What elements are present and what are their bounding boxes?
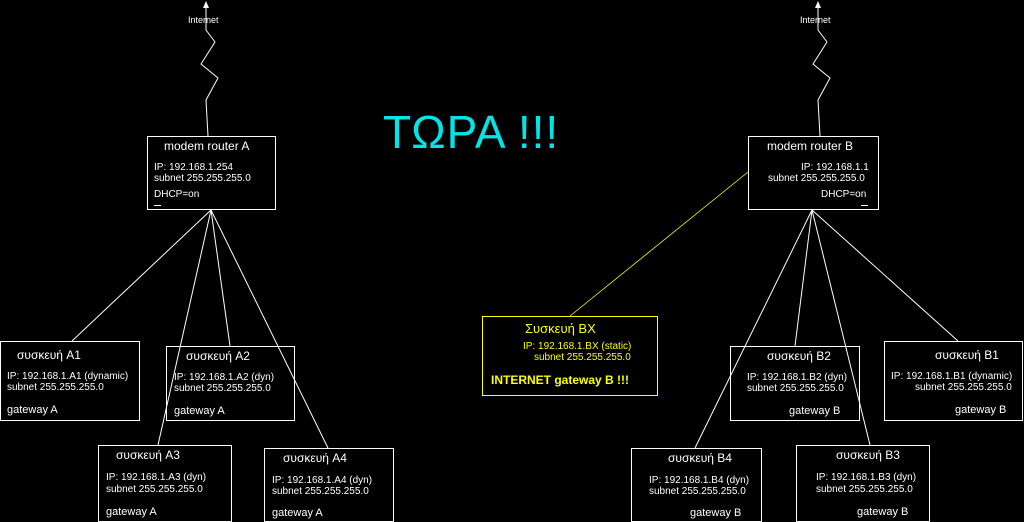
internet-link-b bbox=[812, 8, 831, 137]
device-b2-ip: IP: 192.168.1.B2 (dyn) bbox=[747, 372, 848, 383]
headline: ΤΩΡΑ !!! bbox=[383, 106, 560, 158]
link-b-b1 bbox=[811, 209, 959, 342]
device-bx-subnet: subnet 255.255.255.0 bbox=[534, 352, 631, 363]
device-b4-title: συσκευή B4 bbox=[668, 451, 732, 465]
device-a3-subnet: subnet 255.255.255.0 bbox=[106, 484, 203, 495]
device-a2-ip: IP: 192.168.1.A2 (dyn) bbox=[174, 372, 275, 383]
device-a2-subnet: subnet 255.255.255.0 bbox=[174, 383, 271, 394]
internet-arrow-a bbox=[203, 1, 209, 8]
internet-label-a: Internet bbox=[188, 15, 219, 25]
device-bx-box: Συσκευή BX IP: 192.168.1.BX (static) sub… bbox=[482, 316, 658, 396]
router-a-subnet: subnet 255.255.255.0 bbox=[154, 173, 251, 184]
link-b-b3 bbox=[811, 209, 871, 446]
device-a1-gateway: gateway A bbox=[7, 404, 58, 416]
device-a4-title: συσκευή A4 bbox=[283, 451, 347, 465]
internet-label-b: Internet bbox=[800, 15, 831, 25]
device-b2-subnet: subnet 255.255.255.0 bbox=[747, 383, 844, 394]
device-bx-ip: IP: 192.168.1.BX (static) bbox=[523, 341, 632, 352]
link-a-a4 bbox=[210, 209, 329, 449]
device-b3-ip: IP: 192.168.1.B3 (dyn) bbox=[816, 472, 917, 483]
device-a3-ip: IP: 192.168.1.A3 (dyn) bbox=[106, 472, 207, 483]
device-b1-ip: IP: 192.168.1.B1 (dynamic) bbox=[891, 371, 1013, 382]
device-bx-note: INTERNET gateway B !!! bbox=[491, 373, 630, 387]
device-b4-box: συσκευή B4 IP: 192.168.1.B4 (dyn) subnet… bbox=[631, 448, 762, 522]
link-b-bx bbox=[569, 171, 749, 317]
device-a2-title: συσκευή A2 bbox=[186, 349, 250, 363]
router-b-subnet: subnet 255.255.255.0 bbox=[768, 173, 865, 184]
link-b-b4 bbox=[694, 209, 813, 449]
router-b-underline bbox=[861, 205, 868, 206]
device-b4-ip: IP: 192.168.1.B4 (dyn) bbox=[649, 475, 750, 486]
device-b1-box: συσκευή B1 IP: 192.168.1.B1 (dynamic) su… bbox=[884, 341, 1023, 421]
device-a4-box: συσκευή A4 IP: 192.168.1.A4 (dyn) subnet… bbox=[264, 448, 394, 522]
device-a3-title: συσκευή A3 bbox=[116, 448, 180, 462]
device-bx-title: Συσκευή BX bbox=[525, 321, 596, 336]
device-b3-box: συσκευή B3 IP: 192.168.1.B3 (dyn) subnet… bbox=[796, 445, 930, 522]
device-b4-subnet: subnet 255.255.255.0 bbox=[649, 486, 746, 497]
router-a-ip: IP: 192.168.1.254 bbox=[154, 162, 233, 173]
router-a-underline bbox=[154, 205, 161, 206]
device-b1-title: συσκευή B1 bbox=[935, 348, 999, 362]
internet-arrow-b bbox=[815, 1, 821, 8]
link-a-a2 bbox=[210, 209, 231, 347]
device-a1-subnet: subnet 255.255.255.0 bbox=[7, 382, 104, 393]
router-a-box: modem router A IP: 192.168.1.254 subnet … bbox=[147, 136, 276, 210]
device-a2-box: συσκευή A2 IP: 192.168.1.A2 (dyn) subnet… bbox=[166, 346, 295, 421]
device-b3-subnet: subnet 255.255.255.0 bbox=[816, 484, 913, 495]
link-b-b2 bbox=[794, 209, 813, 347]
device-a3-gateway: gateway A bbox=[106, 506, 157, 518]
device-b2-box: συσκευή B2 IP: 192.168.1.B2 (dyn) subnet… bbox=[730, 346, 860, 421]
device-b4-gateway: gateway B bbox=[690, 507, 742, 519]
device-b1-subnet: subnet 255.255.255.0 bbox=[915, 382, 1012, 393]
device-a4-gateway: gateway A bbox=[272, 507, 323, 519]
device-b3-title: συσκευή B3 bbox=[836, 448, 900, 462]
device-b3-gateway: gateway B bbox=[857, 506, 909, 518]
router-a-dhcp: DHCP=on bbox=[154, 189, 200, 200]
device-a1-title: συσκευή A1 bbox=[17, 348, 81, 362]
router-b-dhcp: DHCP=on bbox=[821, 189, 867, 200]
router-a-title: modem router A bbox=[164, 139, 250, 153]
router-b-title: modem router B bbox=[767, 139, 854, 153]
internet-link-a bbox=[200, 8, 219, 137]
router-b-ip: IP: 192.168.1.1 bbox=[801, 162, 869, 173]
device-a3-box: συσκευή A3 IP: 192.168.1.A3 (dyn) subnet… bbox=[98, 445, 232, 522]
device-a2-gateway: gateway A bbox=[174, 405, 225, 417]
router-b-box: modem router B IP: 192.168.1.1 subnet 25… bbox=[748, 136, 879, 210]
device-b2-title: συσκευή B2 bbox=[767, 349, 831, 363]
link-a-a1 bbox=[71, 209, 212, 342]
device-a1-box: συσκευή A1 IP: 192.168.1.A1 (dynamic) su… bbox=[0, 341, 140, 421]
device-b2-gateway: gateway B bbox=[789, 405, 841, 417]
device-a1-ip: IP: 192.168.1.A1 (dynamic) bbox=[7, 371, 129, 382]
device-b1-gateway: gateway B bbox=[955, 404, 1007, 416]
device-a4-subnet: subnet 255.255.255.0 bbox=[272, 486, 369, 497]
device-a4-ip: IP: 192.168.1.A4 (dyn) bbox=[272, 475, 373, 486]
